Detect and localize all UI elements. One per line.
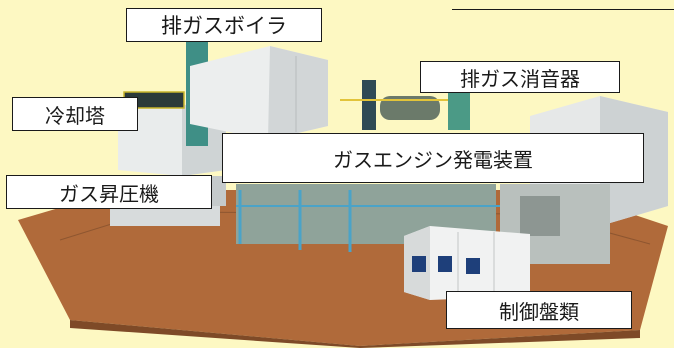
label-cooling-tower: 冷却塔 — [12, 97, 138, 131]
label-control-panels: 制御盤類 — [446, 291, 632, 329]
control-panels-unit — [404, 226, 530, 300]
top-frame-line — [452, 0, 674, 10]
label-gas-engine-generator: ガスエンジン発電装置 — [222, 133, 644, 183]
label-exhaust-silencer: 排ガス消音器 — [420, 61, 620, 93]
label-exhaust-boiler: 排ガスボイラ — [126, 8, 322, 42]
exhaust-boiler-unit — [186, 26, 328, 146]
exhaust-silencer-unit — [340, 80, 470, 130]
label-gas-booster: ガス昇圧機 — [6, 175, 212, 209]
